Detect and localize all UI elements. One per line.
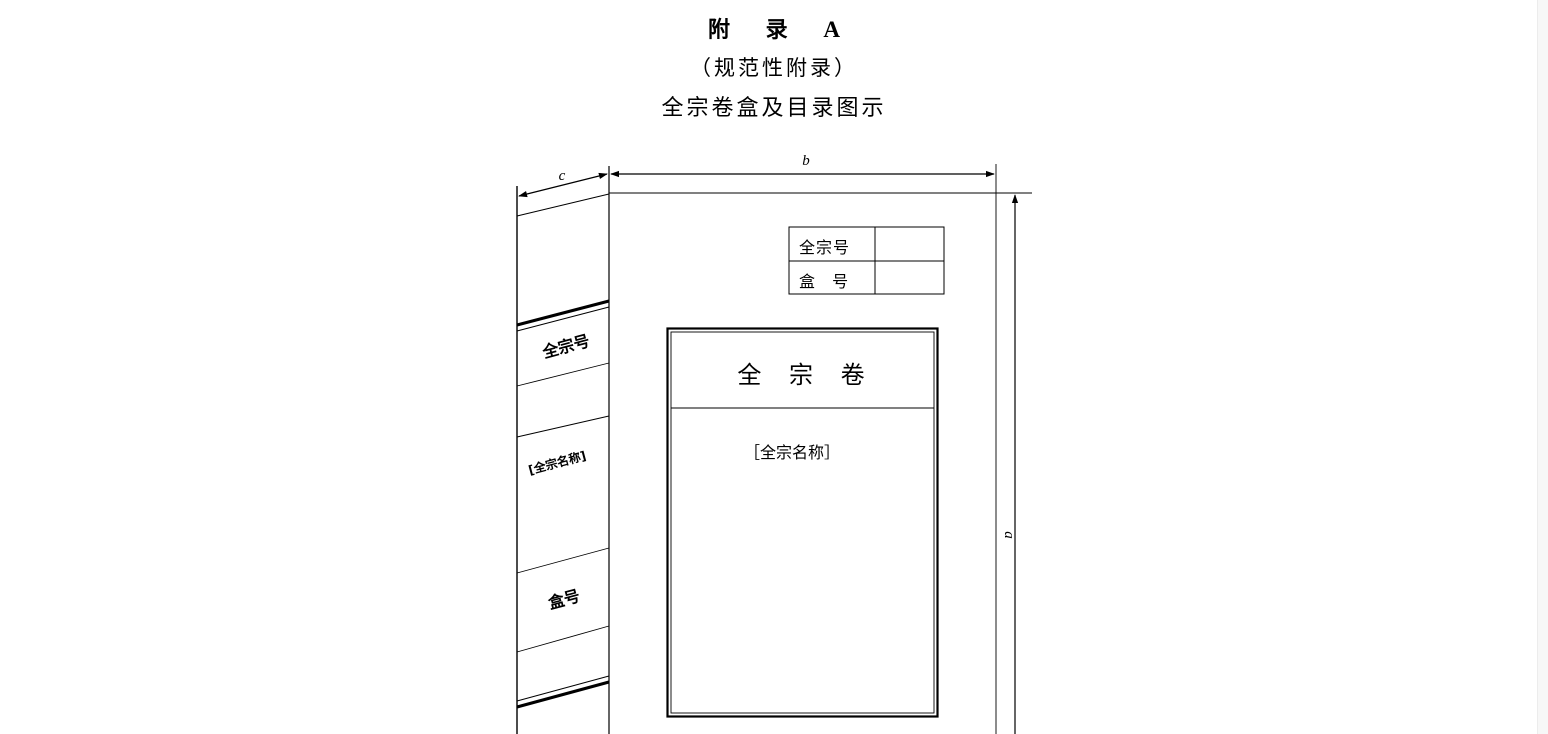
spine-divider-1 bbox=[516, 362, 610, 387]
spine-panel bbox=[516, 166, 610, 734]
front-fonds-name: ［全宗名称］ bbox=[744, 443, 840, 462]
appendix-letter: A bbox=[823, 17, 854, 42]
front-frame-inner bbox=[670, 331, 935, 714]
spine-divider-3 bbox=[516, 547, 610, 574]
label-table bbox=[788, 226, 945, 295]
appendix-heading: 附 录 A bbox=[0, 12, 1548, 44]
normative-subtitle: （规范性附录） bbox=[690, 56, 858, 80]
spine-upper-band-thick bbox=[516, 299, 610, 327]
front-title: 全 宗 卷 bbox=[737, 361, 874, 389]
spine-upper-band-thin bbox=[516, 306, 610, 332]
spine-divider-2 bbox=[516, 415, 610, 438]
label-table-box-number: 盒 号 bbox=[799, 272, 854, 291]
figure-title: 全宗卷盒及目录图示 bbox=[661, 96, 887, 121]
dimension-c-arrow bbox=[518, 172, 608, 198]
dimension-a-label: a bbox=[1001, 531, 1017, 539]
dimension-b-label: b bbox=[802, 153, 810, 169]
spine-top-line bbox=[516, 193, 610, 217]
spine-fonds-name-label: [全宗名称] bbox=[527, 448, 588, 478]
front-title-frame bbox=[666, 327, 939, 718]
front-panel bbox=[609, 164, 1032, 734]
dimension-c-label: c bbox=[559, 168, 566, 184]
page-scrollbar[interactable] bbox=[1537, 0, 1548, 734]
front-frame-outer bbox=[666, 327, 939, 718]
label-table-fonds-number: 全宗号 bbox=[799, 238, 850, 257]
spine-box-number-label: 盒号 bbox=[546, 586, 582, 613]
spine-lower-band-thick bbox=[516, 680, 610, 709]
spine-divider-4 bbox=[516, 625, 610, 653]
spine-fonds-number-label: 全宗号 bbox=[540, 331, 592, 362]
spine-lower-band-thin bbox=[516, 675, 610, 702]
appendix-prefix: 附 录 bbox=[708, 18, 824, 43]
